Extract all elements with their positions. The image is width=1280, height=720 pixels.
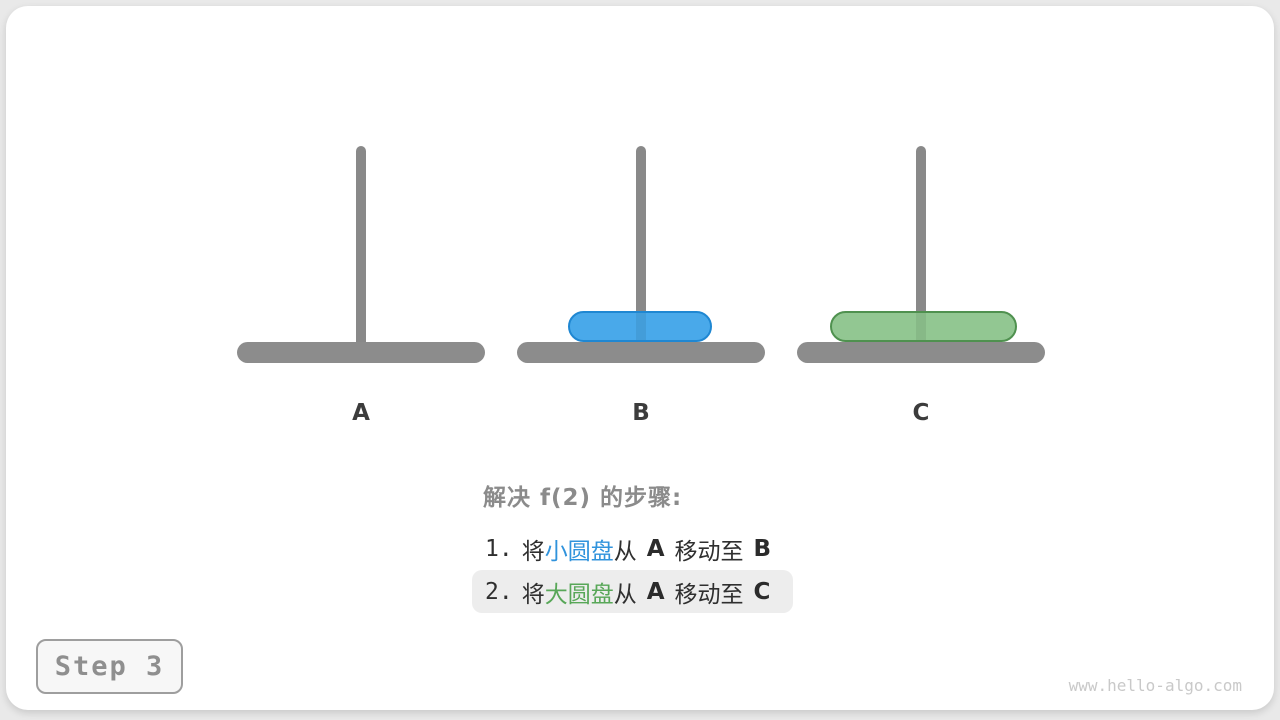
step-1-from-peg: A xyxy=(646,535,665,562)
step-1-to-peg: B xyxy=(753,535,772,562)
peg-a-label: A xyxy=(352,400,370,426)
step-2-lead: 将 xyxy=(521,581,545,608)
step-line-2-highlighted: 2. 将 大圆盘 从 A 移动至 C xyxy=(472,570,794,613)
peg-a-pole xyxy=(356,146,366,346)
step-line-1: 1. 将 小圆盘 从 A 移动至 B xyxy=(472,527,794,570)
peg-b-pole xyxy=(636,146,646,346)
peg-b-label: B xyxy=(632,400,650,426)
peg-b-base xyxy=(517,342,765,363)
step-badge: Step 3 xyxy=(36,639,183,694)
large-disk xyxy=(830,311,1017,342)
step-2-to-peg: C xyxy=(753,578,771,605)
step-2-verb: 移动至 xyxy=(674,581,744,608)
watermark: www.hello-algo.com xyxy=(1068,676,1242,695)
step-1-number: 1. xyxy=(485,535,513,562)
step-1-disk-name: 小圆盘 xyxy=(544,538,614,565)
peg-c-base xyxy=(797,342,1045,363)
peg-c-label: C xyxy=(912,400,930,426)
step-1-tail: 从 xyxy=(613,538,637,565)
step-2-number: 2. xyxy=(485,578,513,605)
step-2-disk-name: 大圆盘 xyxy=(544,581,614,608)
small-disk xyxy=(568,311,712,342)
step-1-lead: 将 xyxy=(521,538,545,565)
peg-c-pole xyxy=(916,146,926,346)
caption-heading: 解决 f(2) 的步骤: xyxy=(483,485,683,511)
step-2-tail: 从 xyxy=(613,581,637,608)
step-1-verb: 移动至 xyxy=(674,538,744,565)
peg-a-base xyxy=(237,342,485,363)
step-2-from-peg: A xyxy=(646,578,665,605)
